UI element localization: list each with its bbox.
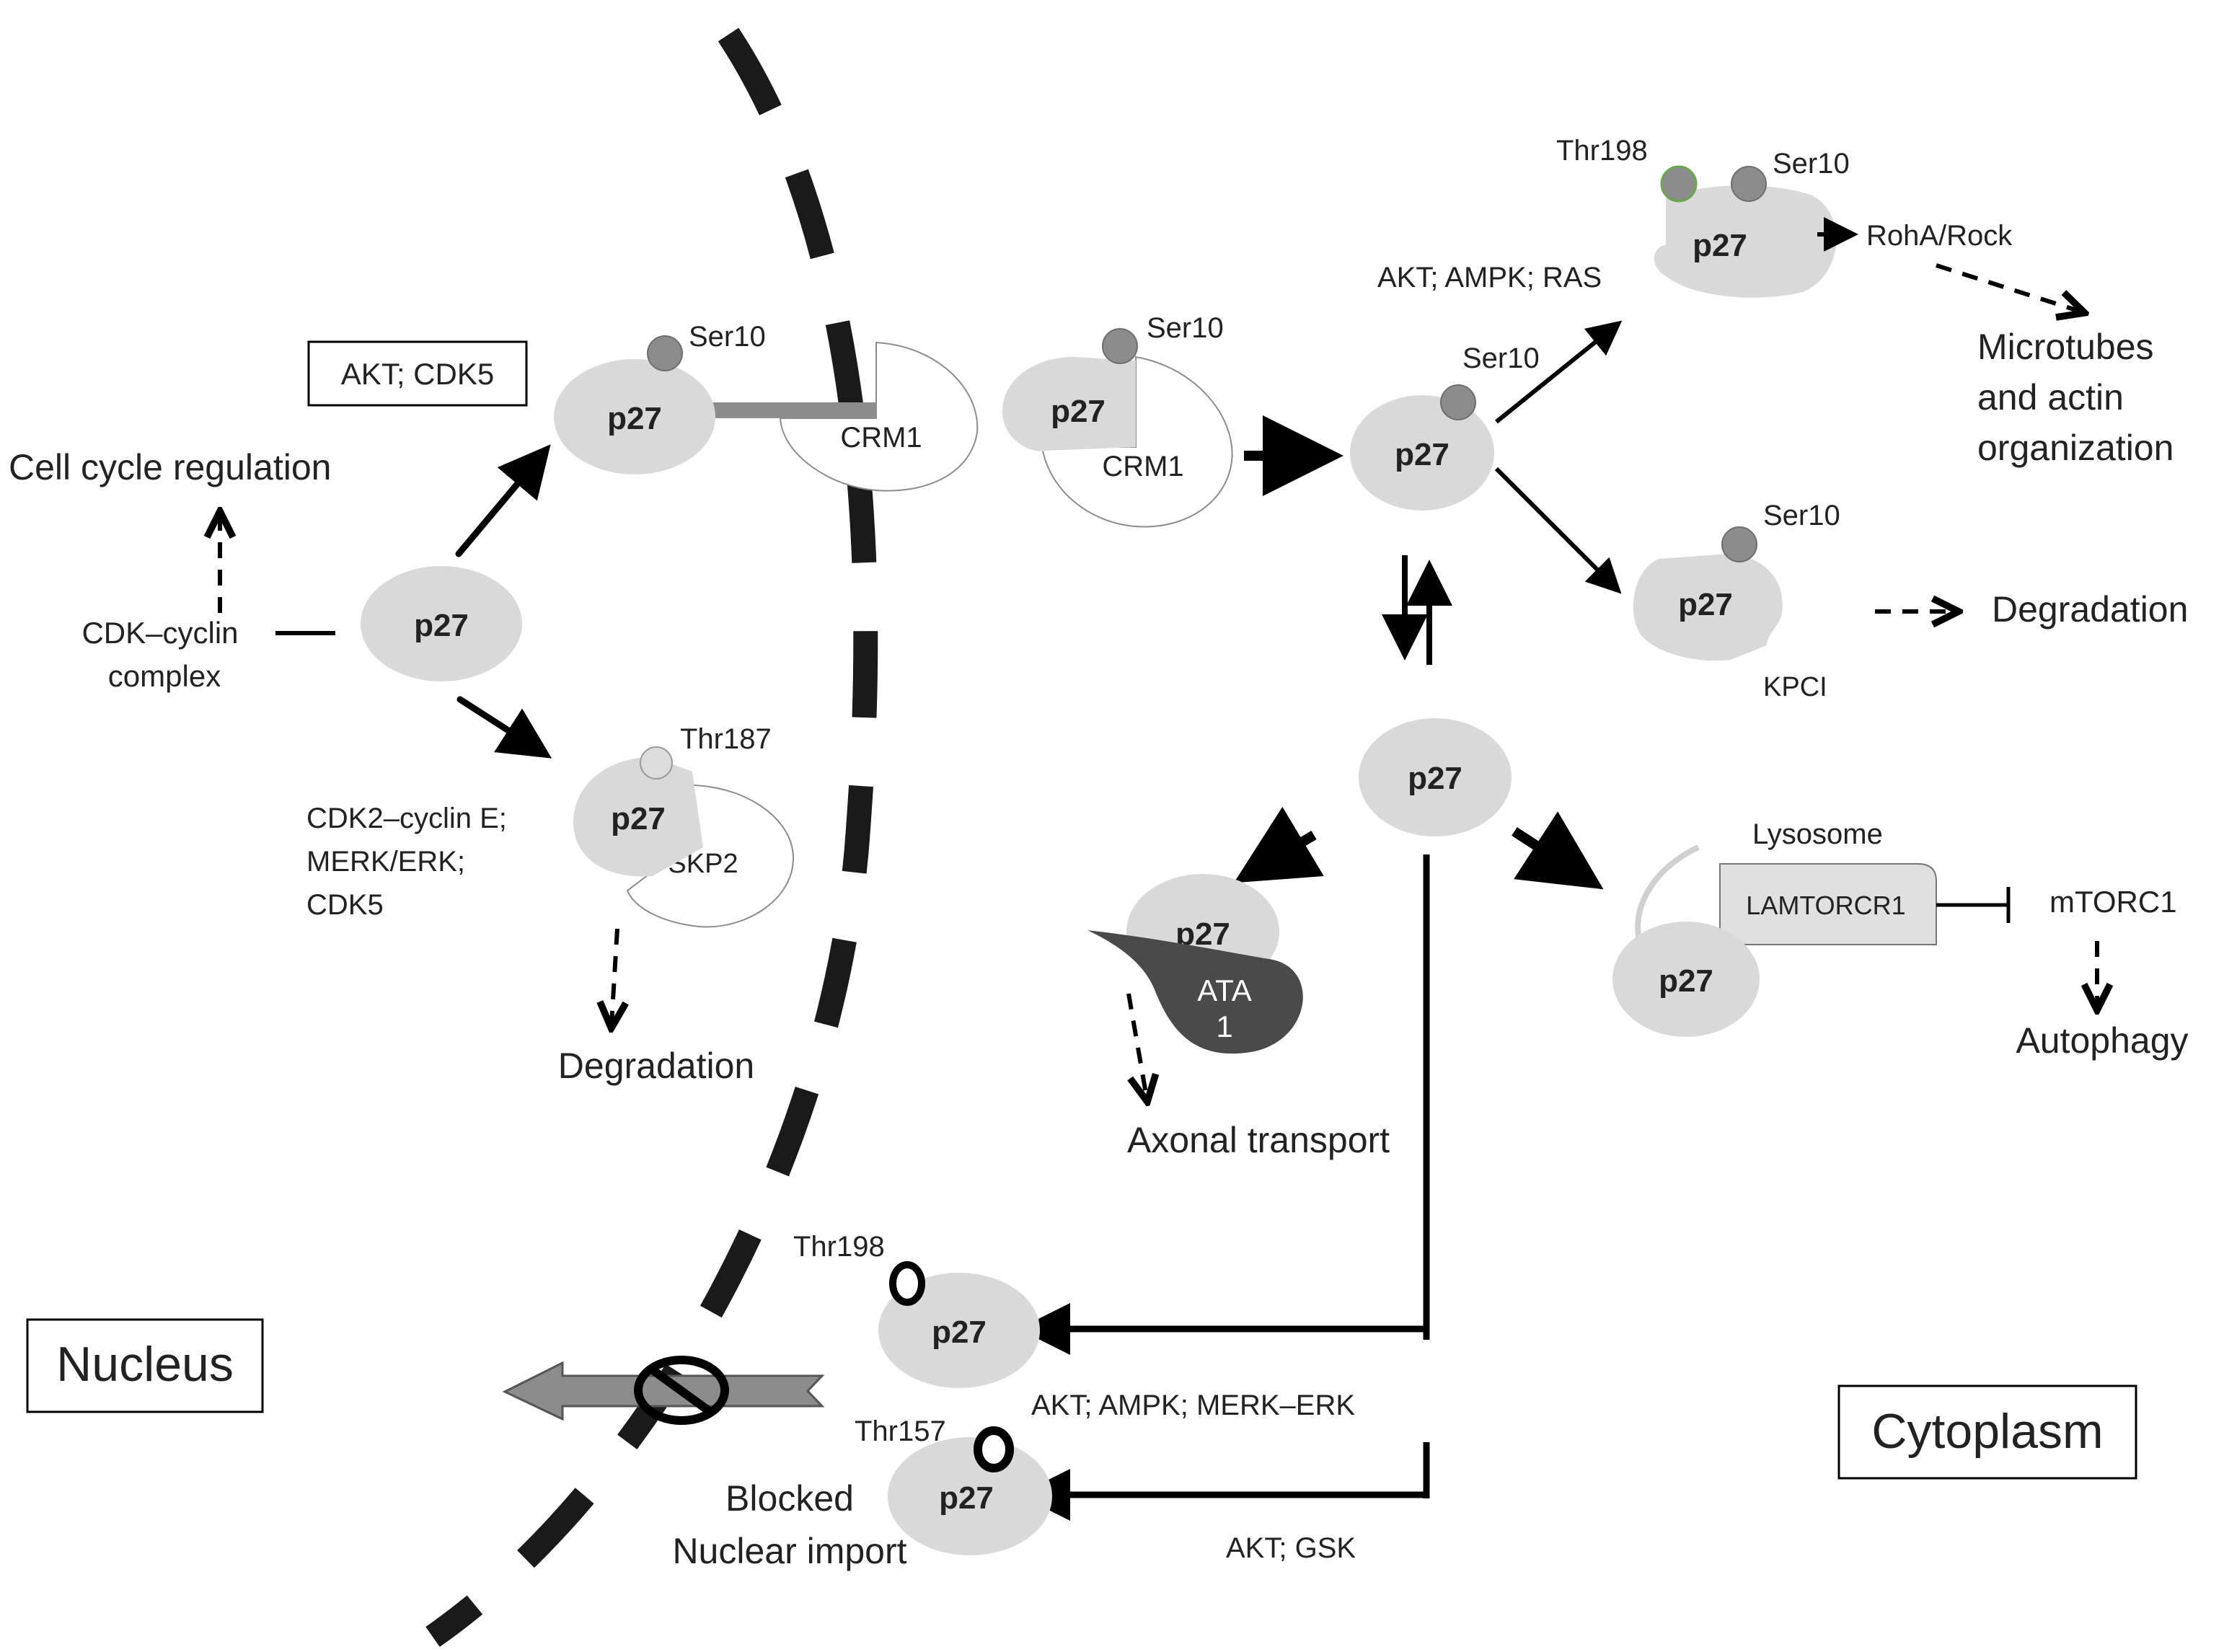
ser10-label: Ser10 [1763,500,1840,531]
p27-with-crm1 [1002,357,1136,451]
p27-thr157-bottom [888,1437,1052,1555]
blocked-label-1: Blocked [725,1478,854,1519]
ser10-phospho-icon [1731,166,1767,202]
ata1-shape [1087,930,1303,1054]
ser10-label: Ser10 [689,321,766,353]
ser10-label: Ser10 [1147,312,1224,344]
degradation-dashed-arrow [612,928,617,1024]
crm1-label: CRM1 [1102,451,1183,482]
lamtor-label: LAMTORCR1 [1746,891,1905,920]
thr198-phospho-ring-icon [889,1261,925,1306]
cell-cycle-label: Cell cycle regulation [9,447,331,487]
p27-label: p27 [1408,761,1462,796]
akt-cdk5-box [307,340,528,407]
lamtor-box [1719,863,1937,945]
ser10-phospho-icon [647,335,683,371]
cytoplasm-label: Cytoplasm [1871,1404,2103,1459]
akt-ampk-ras-label: AKT; AMPK; RAS [1377,262,1602,293]
no-entry-icon-slash [650,1366,713,1415]
thr187-label: Thr187 [680,723,772,755]
ser10-phospho-icon [1440,384,1476,420]
axonal-dashed-arrow [1126,993,1147,1097]
arrow-to-roha [1495,320,1623,424]
blocked-label-2: Nuclear import [672,1531,906,1571]
p27-label: p27 [1051,394,1106,429]
thr198-label: Thr198 [793,1231,885,1263]
microtubes-label-3: organization [1977,428,2174,468]
p27-label: p27 [1659,963,1713,999]
p27-label: p27 [1395,437,1449,472]
p27-label: p27 [1678,587,1733,622]
p27-ser10-cytoplasm [1350,395,1494,511]
p27-ser10-nuclear [554,359,715,474]
akt-cdk5-label: AKT; CDK5 [341,357,494,391]
nucleus-label: Nucleus [56,1337,234,1392]
ser10-phospho-icon [1102,328,1138,364]
microtubes-label-2: and actin [1977,377,2124,418]
p27-thr187 [573,757,703,877]
ser10-label: Ser10 [1462,343,1540,374]
p27-label: p27 [414,608,469,643]
thr198-label: Thr198 [1556,135,1648,167]
akt-gsk-label: AKT; GSK [1226,1532,1356,1564]
blocked-import-arrow [502,1361,825,1421]
cdk5-label: CDK5 [306,889,384,921]
degradation-label-cytoplasm: Degradation [1992,589,2188,630]
p27-lysosome [1612,922,1760,1037]
cdk2-cyclin-e-label: CDK2–cyclin E; [306,803,507,834]
microtubes-dashed-arrow [1936,263,2080,312]
p27-cytoplasm-free [1359,718,1512,836]
p27-label: p27 [932,1315,987,1350]
cdk-cyclin-label-1: CDK–cyclin [81,616,238,650]
crm1-binding-bar [703,402,876,418]
p27-thr198-ser10 [1654,185,1837,298]
thr157-phospho-ring-icon [974,1426,1014,1472]
lysosome-label: Lysosome [1752,818,1883,850]
arrow-to-skp2 [456,696,552,759]
p27-label: p27 [939,1480,994,1516]
arrow-to-ata1 [1233,806,1324,883]
arrow-to-lysosome [1512,811,1604,890]
p27-label: p27 [1693,228,1747,263]
axonal-transport-label: Axonal transport [1127,1120,1390,1160]
p27-ser10-kpci [1633,554,1783,661]
crm1-cytoplasm [1041,355,1233,528]
ata1-label-1: ATA [1197,973,1251,1007]
p27-label: p27 [611,801,666,836]
p27-thr198-bottom [878,1273,1040,1388]
crm1-label: CRM1 [840,422,922,454]
akt-ampk-merk-label: AKT; AMPK; MERK–ERK [1031,1390,1355,1421]
roha-rock-label: RohA/Rock [1866,220,2013,252]
merk-erk-label: MERK/ERK; [306,846,465,878]
nucleus-box [26,1318,264,1413]
ser10-label: Ser10 [1773,148,1850,180]
arrow-to-kpci [1494,467,1622,594]
ata1-label-2: 1 [1216,1010,1232,1043]
nuclear-envelope [425,27,878,1647]
kpci-label: KPCI [1763,672,1827,702]
p27-nuclear-center [361,566,522,681]
p27-label: p27 [607,401,662,436]
thr157-label: Thr157 [855,1415,946,1447]
crm1-nuclear [779,341,979,492]
thr198-phospho-icon [1660,165,1698,203]
mtorc1-label: mTORC1 [2049,885,2177,919]
degradation-label-nucleus: Degradation [558,1046,754,1086]
no-entry-icon [634,1356,729,1425]
microtubes-label-1: Microtubes [1977,327,2154,367]
ser10-phospho-icon [1721,526,1757,562]
autophagy-label: Autophagy [2016,1020,2188,1061]
thr187-phospho-icon [640,746,673,779]
skp2-shape [626,784,795,928]
cdk-cyclin-label-2: complex [108,659,221,693]
arrow-to-ser10 [455,444,551,557]
cytoplasm-box [1837,1384,2137,1480]
